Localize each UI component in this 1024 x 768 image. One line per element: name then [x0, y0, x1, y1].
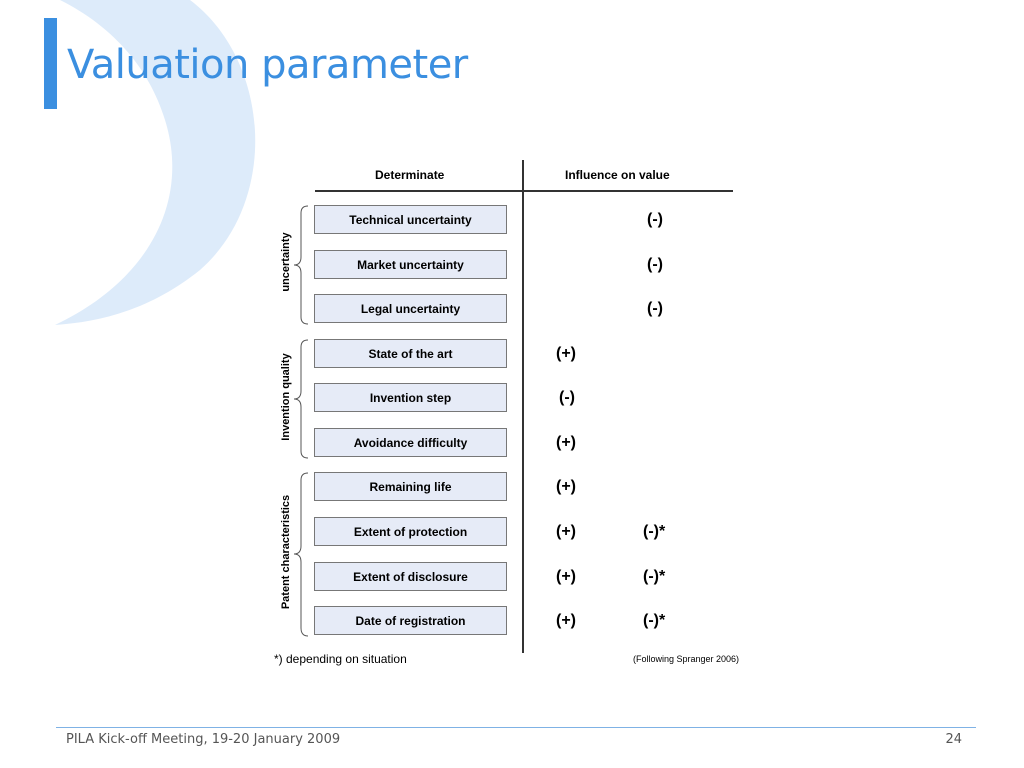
source-citation: (Following Spranger 2006): [633, 654, 740, 664]
group-label-invention-quality: Invention quality: [280, 353, 292, 441]
title-accent-bar: [44, 18, 57, 109]
invention-quality-brace: [293, 339, 309, 459]
row-invention-step: Invention step: [314, 383, 507, 412]
header-influence-on-value: Influence on value: [565, 168, 670, 182]
page-number: 24: [945, 732, 962, 747]
influence-pos: (-): [559, 389, 575, 406]
row-state-of-the-art: State of the art: [314, 339, 507, 368]
group-label-uncertainty: uncertainty: [280, 232, 292, 292]
footer-text: PILA Kick-off Meeting, 19-20 January 200…: [66, 732, 341, 747]
header-determinate: Determinate: [375, 168, 445, 182]
footnote: *) depending on situation: [274, 652, 407, 666]
row-market-uncertainty: Market uncertainty: [314, 250, 507, 279]
column-divider-line: [522, 160, 524, 653]
row-extent-of-protection: Extent of protection: [314, 517, 507, 546]
row-date-of-registration: Date of registration: [314, 606, 507, 635]
row-remaining-life: Remaining life: [314, 472, 507, 501]
influence-pos: (+): [556, 523, 576, 540]
row-avoidance-difficulty: Avoidance difficulty: [314, 428, 507, 457]
patent-characteristics-brace: [293, 472, 309, 637]
influence-pos: (+): [556, 345, 576, 362]
group-label-patent-characteristics: Patent characteristics: [280, 494, 292, 610]
row-extent-of-disclosure: Extent of disclosure: [314, 562, 507, 591]
influence-neg: (-)*: [643, 612, 666, 629]
footer-divider: [56, 727, 976, 728]
header-divider-line: [315, 190, 733, 192]
uncertainty-brace: [293, 205, 309, 325]
influence-neg: (-): [647, 211, 663, 228]
influence-neg: (-): [647, 300, 663, 317]
influence-neg: (-): [647, 256, 663, 273]
background-crescent-decoration: [55, 0, 256, 325]
influence-pos: (+): [556, 568, 576, 585]
influence-pos: (+): [556, 478, 576, 495]
row-legal-uncertainty: Legal uncertainty: [314, 294, 507, 323]
influence-pos: (+): [556, 434, 576, 451]
slide-title: Valuation parameter: [67, 42, 468, 88]
influence-neg: (-)*: [643, 568, 666, 585]
influence-pos: (+): [556, 612, 576, 629]
row-technical-uncertainty: Technical uncertainty: [314, 205, 507, 234]
influence-neg: (-)*: [643, 523, 666, 540]
